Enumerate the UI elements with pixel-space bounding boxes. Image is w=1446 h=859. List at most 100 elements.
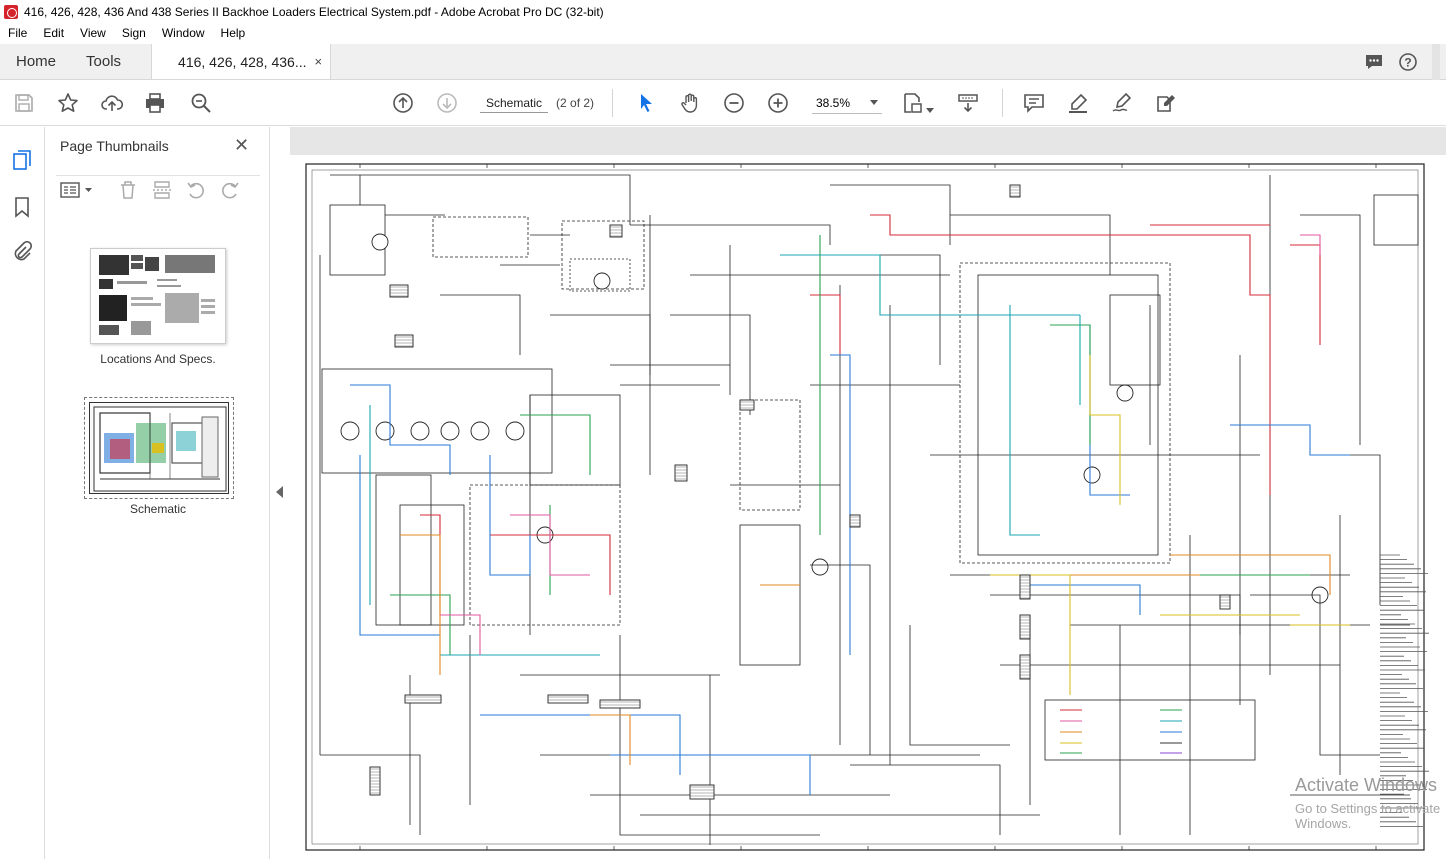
schematic-border: [305, 163, 1425, 851]
menu-sign[interactable]: Sign: [121, 26, 146, 40]
page-thumbnail-2[interactable]: [84, 397, 234, 499]
wire: [990, 574, 1071, 695]
hand-tool-icon[interactable]: [678, 91, 702, 115]
attachment-paperclip-icon[interactable]: [11, 240, 33, 263]
wire: [1009, 305, 1040, 536]
gauge-symbol: [505, 421, 525, 441]
thumbnail-tools: [56, 175, 260, 199]
wire: [359, 455, 440, 636]
rotate-left-icon[interactable]: [186, 180, 206, 200]
delete-page-icon[interactable]: [118, 180, 138, 200]
wire: [489, 455, 531, 576]
wire: [330, 174, 631, 225]
schematic-box: [432, 216, 529, 258]
page-fit-icon[interactable]: [900, 91, 924, 115]
menu-help[interactable]: Help: [220, 26, 246, 40]
select-cursor-icon[interactable]: [634, 91, 658, 115]
wire: [590, 714, 631, 765]
highlight-pen-icon[interactable]: [1066, 91, 1090, 115]
thumbnail-preview-schematic: [89, 402, 229, 494]
schematic-box: [375, 474, 432, 626]
comment-icon[interactable]: [1022, 91, 1046, 115]
wire: [1300, 234, 1321, 255]
previous-page-icon[interactable]: [391, 91, 415, 115]
draw-sign-icon[interactable]: [1110, 91, 1134, 115]
schematic-box: [959, 262, 1171, 564]
wire: [480, 714, 681, 775]
electrical-schematic-drawing: [305, 163, 1429, 851]
fill-sign-icon[interactable]: [1154, 91, 1178, 115]
wire: [1089, 355, 1121, 505]
gauge-cluster-box: [321, 368, 553, 474]
wire: [320, 754, 421, 835]
gauge-symbol: [440, 421, 460, 441]
thumbnail-options-icon[interactable]: [60, 182, 96, 198]
wire: [1050, 324, 1091, 445]
wire: [1230, 424, 1350, 456]
gauge-symbol: [470, 421, 490, 441]
schematic-box: [1373, 194, 1419, 246]
gauge-group: [340, 233, 1329, 604]
save-icon[interactable]: [12, 91, 36, 115]
connector-group: [369, 184, 1231, 800]
comment-bubble-icon[interactable]: [1364, 52, 1384, 72]
help-icon[interactable]: ?: [1398, 52, 1418, 72]
wire: [440, 294, 521, 355]
tab-home[interactable]: Home: [16, 53, 57, 70]
menu-edit[interactable]: Edit: [43, 26, 65, 40]
zoom-in-icon[interactable]: [766, 91, 790, 115]
wire: [520, 414, 591, 475]
schematic-box: [739, 399, 801, 511]
connector-block: [1019, 574, 1031, 600]
wire: [950, 214, 1111, 275]
page-thumbnail-1[interactable]: [90, 248, 226, 344]
thumbnail-preview-locations: [99, 255, 215, 335]
bookmark-icon[interactable]: [11, 196, 33, 218]
thumbnail-label-1: Locations And Specs.: [100, 352, 216, 366]
menu-view[interactable]: View: [80, 26, 106, 40]
tab-close-icon[interactable]: ×: [314, 54, 323, 69]
wire: [440, 614, 481, 655]
schematic-inner-border: [311, 169, 1419, 845]
upload-cloud-icon[interactable]: [100, 91, 124, 115]
insert-page-icon[interactable]: [152, 180, 172, 200]
panel-splitter[interactable]: [270, 127, 290, 859]
wire: [810, 294, 841, 355]
scrolling-mode-icon[interactable]: [956, 91, 980, 115]
menu-bar: File Edit View Sign Window Help: [0, 23, 1446, 43]
connector-block: [394, 334, 414, 348]
connector-block: [1219, 594, 1231, 610]
connector-block: [1019, 614, 1031, 640]
star-bookmark-icon[interactable]: [56, 91, 80, 115]
chevron-down-icon[interactable]: [926, 101, 934, 119]
tab-document[interactable]: 416, 426, 428, 436... ×: [151, 44, 332, 79]
tab-tools[interactable]: Tools: [86, 53, 122, 70]
gauge-symbol: [340, 421, 360, 441]
component-symbol: [1083, 466, 1101, 484]
document-viewer[interactable]: Activate Windows Go to Settings to activ…: [290, 127, 1446, 859]
menu-file[interactable]: File: [8, 26, 28, 40]
component-symbol: [371, 233, 389, 251]
svg-text:?: ?: [1404, 55, 1411, 69]
page-name-input[interactable]: Schematic: [480, 94, 549, 113]
zoom-level-select[interactable]: 38.5%: [812, 92, 882, 114]
panel-close-icon[interactable]: ✕: [234, 135, 250, 155]
next-page-icon[interactable]: [435, 91, 459, 115]
connector-block: [547, 694, 589, 704]
wire: [1250, 594, 1380, 756]
zoom-search-icon[interactable]: [189, 91, 213, 115]
schematic-box: [1109, 294, 1161, 386]
component-symbol: [593, 272, 611, 290]
page-thumbnails-icon[interactable]: [11, 149, 33, 171]
wire: [610, 754, 811, 795]
zoom-out-icon[interactable]: [722, 91, 746, 115]
print-icon[interactable]: [143, 91, 167, 115]
component-symbol: [811, 558, 829, 576]
rotate-right-icon[interactable]: [220, 180, 240, 200]
menu-window[interactable]: Window: [161, 26, 205, 40]
connector-block: [1009, 184, 1021, 198]
page-number-field[interactable]: Schematic (2 of 2): [480, 92, 594, 114]
tab-document-label: 416, 426, 428, 436...: [178, 53, 307, 70]
collapse-panel-icon[interactable]: [276, 486, 284, 498]
connector-block: [404, 694, 442, 704]
